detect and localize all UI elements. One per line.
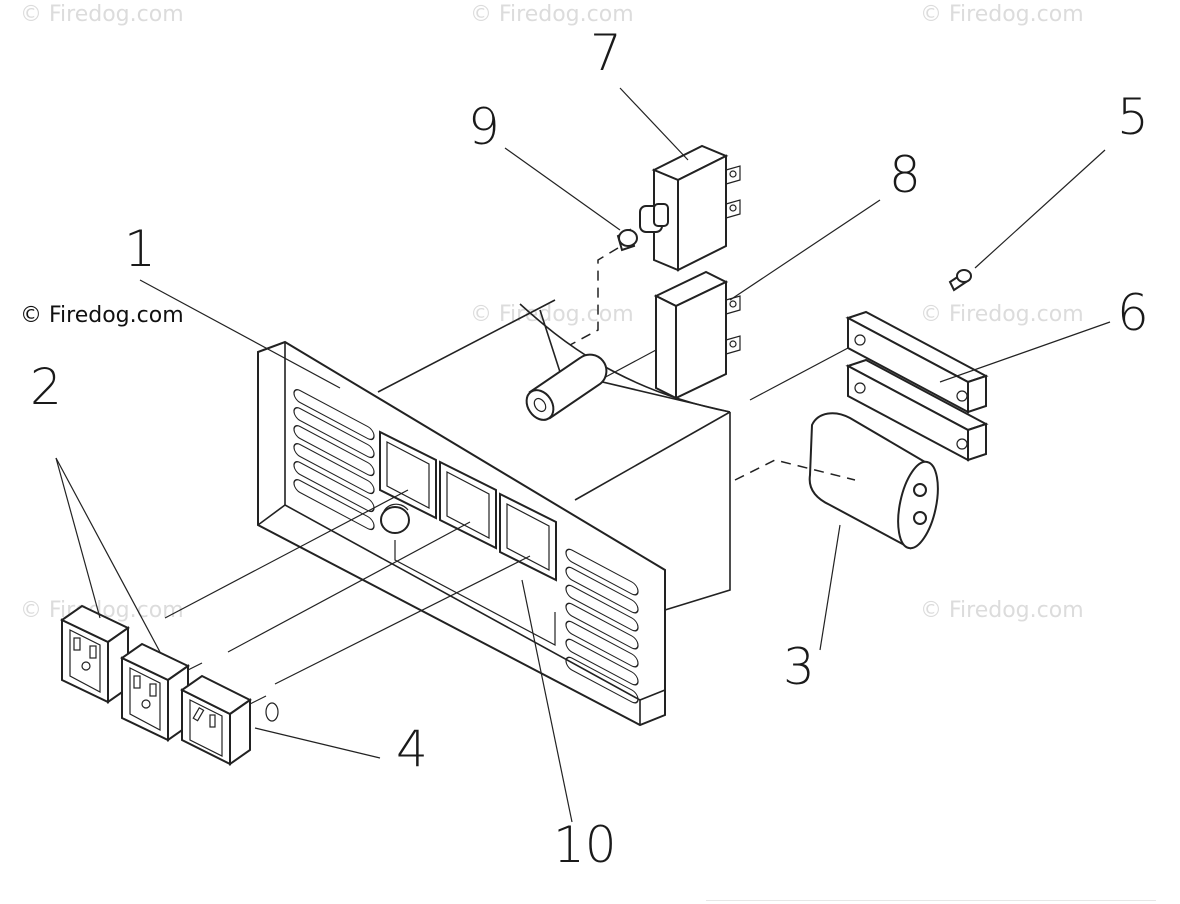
watermark: © Firedog.com: [920, 302, 1084, 327]
watermark: © Firedog.com: [920, 2, 1084, 27]
bracket-plates-6: [749, 310, 989, 462]
outlet-3: [180, 674, 279, 766]
callout-4: 4: [396, 720, 428, 778]
circuit-breaker-7: [639, 144, 741, 272]
callout-7: 7: [590, 24, 622, 82]
callout-1: 1: [124, 220, 156, 278]
panel-breaker-button: [380, 503, 556, 646]
watermark: © Firedog.com: [470, 2, 634, 27]
callout-8: 8: [889, 146, 921, 204]
callout-9: 9: [468, 98, 500, 156]
right-vent-slots: [565, 548, 639, 704]
callout-6: 6: [1117, 284, 1149, 342]
callout-10: 10: [553, 816, 617, 874]
watermark: © Firedog.com: [20, 2, 184, 27]
front-panel: [257, 340, 666, 727]
outlet-alignment-lines: [164, 489, 531, 685]
callout-2: 2: [30, 358, 62, 416]
leader-lines: [55, 87, 1111, 823]
callout-3: 3: [783, 638, 815, 696]
screw-5: [948, 269, 972, 292]
outlet-openings: [379, 430, 557, 582]
copyright-label: © Firedog.com: [20, 303, 184, 328]
cylinder-part: [525, 353, 608, 421]
callout-5: 5: [1117, 88, 1149, 146]
watermark: © Firedog.com: [470, 302, 634, 327]
outlet-1: [60, 604, 130, 704]
circuit-breaker-8: [599, 270, 741, 400]
bottom-rule: [706, 900, 1156, 901]
watermark: © Firedog.com: [920, 598, 1084, 623]
callout-numbers: 1 2 3 4 5 6 7 8 9 10: [30, 24, 1149, 874]
capacitor-3: [734, 412, 939, 550]
button-9: [569, 228, 638, 346]
